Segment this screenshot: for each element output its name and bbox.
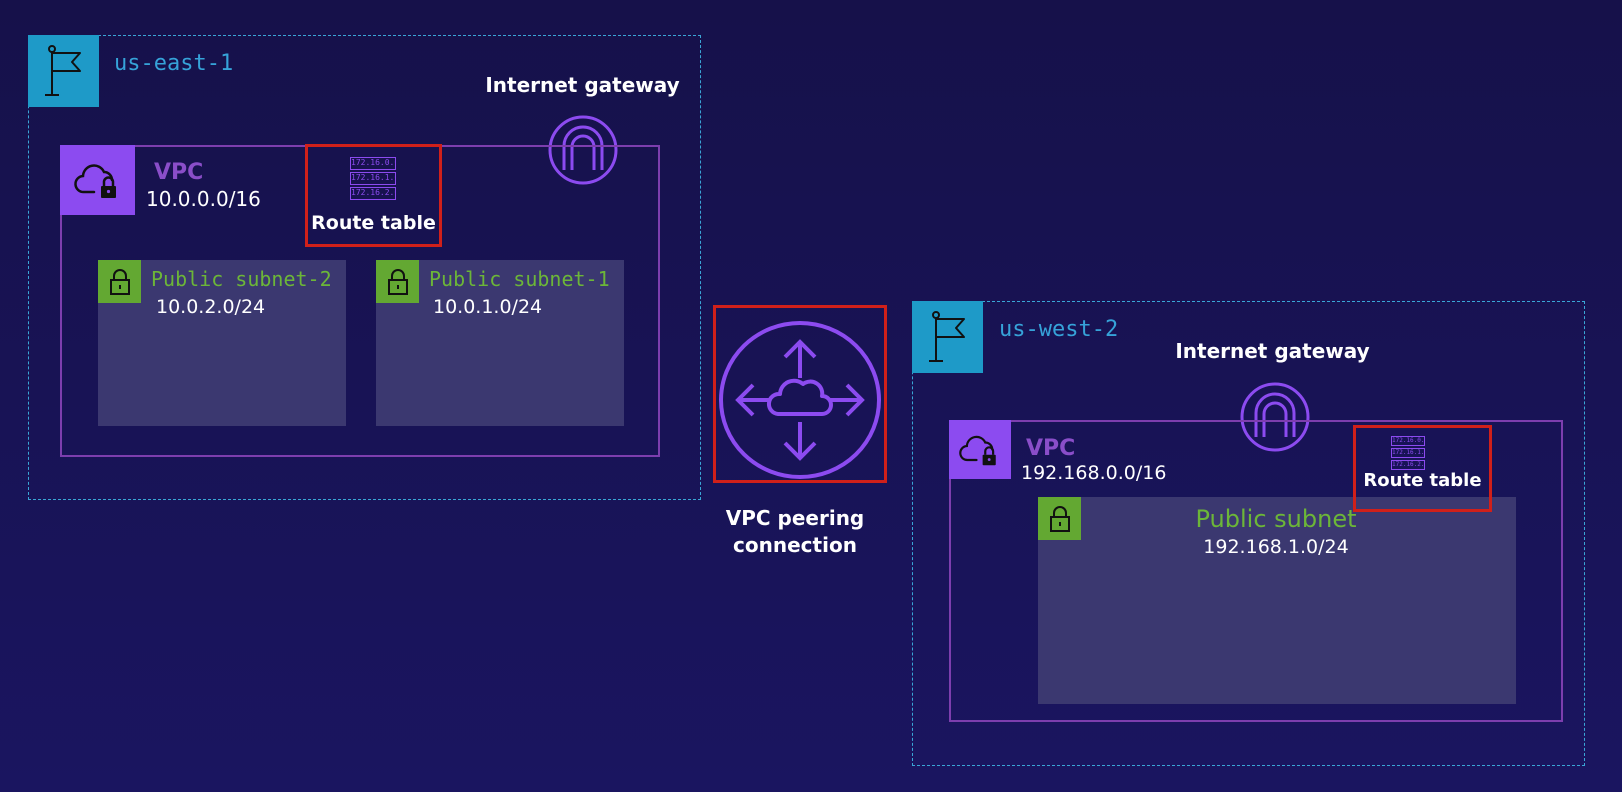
region-label: us-west-2 bbox=[999, 317, 1119, 342]
route-entry: 172.16.1.0 bbox=[1391, 448, 1425, 458]
vpc-cidr: 10.0.0.0/16 bbox=[146, 187, 261, 211]
route-table-highlight bbox=[1353, 425, 1492, 512]
route-entry: 172.16.0.0 bbox=[1391, 436, 1425, 446]
route-table-icon: 172.16.0.0 172.16.1.0 172.16.2.0 bbox=[350, 157, 396, 200]
peering-label-line2: connection bbox=[733, 533, 857, 557]
lock-icon bbox=[109, 268, 130, 295]
route-table-label: Route table bbox=[311, 212, 436, 234]
region-flag-box bbox=[912, 301, 983, 373]
cloud-lock-icon bbox=[73, 164, 116, 198]
flag-icon bbox=[928, 311, 965, 362]
internet-gateway-label: Internet gateway bbox=[485, 73, 680, 97]
peering-label: VPC peering connection bbox=[700, 505, 890, 559]
internet-gateway-label: Internet gateway bbox=[1175, 339, 1370, 363]
subnet-name: Public subnet-1 bbox=[429, 267, 610, 291]
route-table-icon: 172.16.0.0 172.16.1.0 172.16.2.0 bbox=[1391, 436, 1425, 470]
subnet-lock-box bbox=[98, 260, 141, 303]
vpc-label: VPC bbox=[1026, 436, 1076, 461]
route-table-highlight bbox=[305, 144, 442, 247]
peering-highlight bbox=[713, 305, 887, 483]
vpc-peering-icon bbox=[719, 321, 881, 479]
lock-icon bbox=[1049, 505, 1070, 532]
cloud-lock-icon bbox=[959, 435, 996, 466]
subnet-name: Public subnet bbox=[1195, 505, 1357, 533]
route-entry: 172.16.2.0 bbox=[1391, 460, 1425, 470]
vpc-west bbox=[949, 420, 1563, 722]
subnet-name: Public subnet-2 bbox=[151, 267, 332, 291]
subnet-cidr: 10.0.1.0/24 bbox=[433, 296, 543, 318]
internet-gateway-icon bbox=[1240, 382, 1310, 452]
flag-icon bbox=[44, 45, 81, 96]
subnet-cidr: 10.0.2.0/24 bbox=[156, 296, 266, 318]
route-entry: 172.16.1.0 bbox=[350, 172, 396, 185]
route-table-label: Route table bbox=[1363, 470, 1482, 491]
subnet-lock-box bbox=[1038, 497, 1081, 540]
lock-icon bbox=[387, 268, 408, 295]
region-us-west-2 bbox=[912, 301, 1585, 766]
region-us-east-1 bbox=[28, 35, 701, 500]
subnet-lock-box bbox=[376, 260, 419, 303]
route-entry: 172.16.2.0 bbox=[350, 187, 396, 200]
vpc-cidr: 192.168.0.0/16 bbox=[1021, 462, 1167, 484]
vpc-icon-box bbox=[60, 145, 135, 215]
subnet-cidr: 192.168.1.0/24 bbox=[1203, 536, 1349, 558]
region-flag-box bbox=[28, 35, 99, 107]
vpc-icon-box bbox=[949, 420, 1011, 479]
subnet-public bbox=[1038, 497, 1516, 704]
region-label: us-east-1 bbox=[114, 51, 234, 76]
internet-gateway-icon bbox=[548, 115, 618, 185]
peering-label-line1: VPC peering bbox=[725, 506, 865, 530]
vpc-label: VPC bbox=[154, 160, 204, 185]
route-entry: 172.16.0.0 bbox=[350, 157, 396, 170]
